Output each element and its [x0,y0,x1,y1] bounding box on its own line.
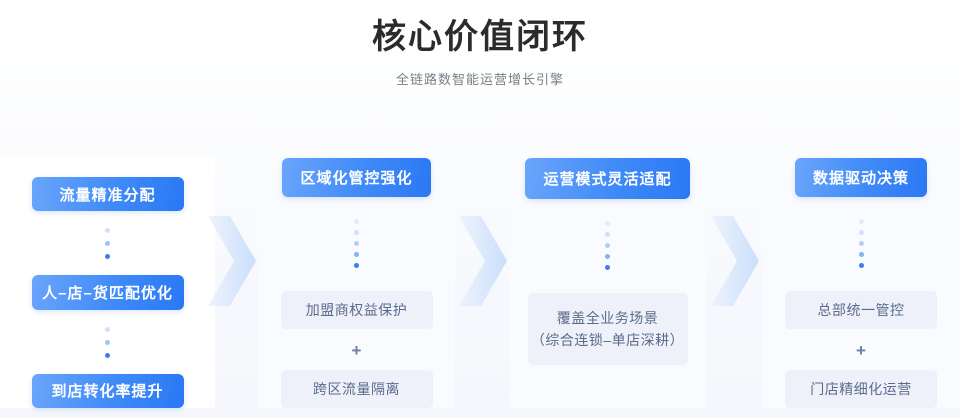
connector-dots [858,216,864,271]
flow-card-primary[interactable]: 到店转化率提升 [31,373,184,408]
flow-card-primary[interactable]: 流量精准分配 [31,177,184,212]
flow-column-header[interactable]: 区域化管控强化 [282,158,431,197]
flow-item-card[interactable]: 跨区流量隔离 [280,369,433,408]
flow-item-sublabel: （综合连锁–单店深耕） [530,332,685,348]
flow-item-card[interactable]: 覆盖全业务场景 （综合连锁–单店深耕） [527,293,688,365]
arrow-col1-to-col2 [206,208,258,314]
page-header: 核心价值闭环 全链路数智能运营增长引擎 [0,0,960,89]
flow-column-operating-model: 运营模式灵活适配 覆盖全业务场景 （综合连锁–单店深耕） [509,150,706,408]
flow-item-card[interactable]: 门店精细化运营 [785,369,937,408]
flow-column-regional-control: 区域化管控强化 加盟商权益保护 + 跨区流量隔离 [258,150,455,408]
flow-item-label: 覆盖全业务场景 [556,310,659,326]
connector-dots [105,224,110,263]
flow-column-data-driven: 数据驱动决策 总部统一管控 + 门店精细化运营 [762,150,960,408]
page-title: 核心价值闭环 [372,18,588,56]
connector-dots [354,216,359,271]
flow-item-label: 总部统一管控 [817,301,905,318]
arrow-col3-to-col4 [709,208,761,314]
arrow-col2-to-col3 [457,208,509,314]
page-subtitle: 全链路数智能运营增长引擎 [395,72,564,87]
flow-item-label: 门店精细化运营 [810,380,912,397]
column-panel [509,175,706,408]
flow-item-label: 跨区流量隔离 [313,380,400,397]
flow-item-card[interactable]: 总部统一管控 [785,290,937,329]
flow-column-traffic: 流量精准分配 人–店–货匹配优化 到店转化率提升 [0,150,215,408]
flow-column-header[interactable]: 数据驱动决策 [794,158,927,197]
plus-separator: + [351,340,362,360]
connector-dots [105,323,110,362]
flow-item-label: 加盟商权益保护 [305,301,408,318]
plus-separator: + [856,340,866,360]
value-loop-flow: 流量精准分配 人–店–货匹配优化 到店转化率提升 [0,150,960,418]
flow-column-header[interactable]: 运营模式灵活适配 [525,158,690,199]
flow-card-primary[interactable]: 人–店–货匹配优化 [31,275,184,310]
flow-item-card[interactable]: 加盟商权益保护 [280,290,433,329]
connector-dots [605,218,610,273]
